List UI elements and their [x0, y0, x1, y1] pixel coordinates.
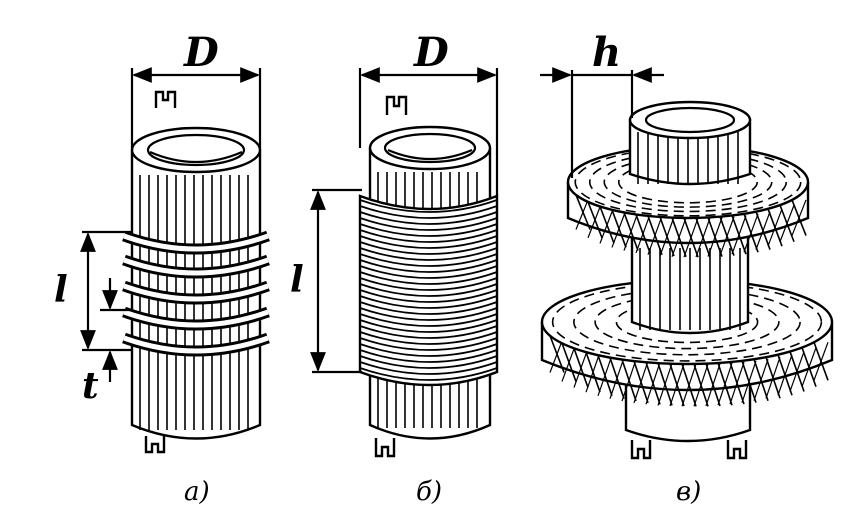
coil-a-top-terminal	[154, 90, 177, 108]
coil-a-winding	[122, 230, 270, 357]
coil-c-upper-hatching	[575, 194, 807, 258]
coil-b	[358, 95, 499, 458]
caption-c: в)	[676, 477, 701, 507]
coil-c-bottom-terminal	[630, 440, 652, 460]
coil-b-bottom-terminal	[374, 438, 396, 458]
dim-d-a-label: D	[183, 29, 219, 76]
coil-b-winding	[359, 199, 498, 381]
coil-c	[540, 100, 834, 460]
coil-c-lower-hatching	[549, 335, 829, 407]
dim-l-a-label: l	[54, 269, 68, 311]
coil-a-bottom-terminal	[144, 436, 166, 454]
coil-a	[122, 90, 270, 454]
coil-c-bottom-terminal-2	[726, 440, 748, 460]
dimension-lines	[80, 67, 664, 382]
dim-t-label: t	[82, 365, 99, 407]
dim-l-b-label: l	[290, 259, 304, 301]
caption-b: б)	[416, 477, 442, 507]
dim-d-b-label: D	[413, 29, 449, 76]
coil-b-top-terminal	[385, 95, 408, 115]
caption-a: а)	[184, 477, 210, 507]
dim-h-label: h	[592, 29, 621, 76]
